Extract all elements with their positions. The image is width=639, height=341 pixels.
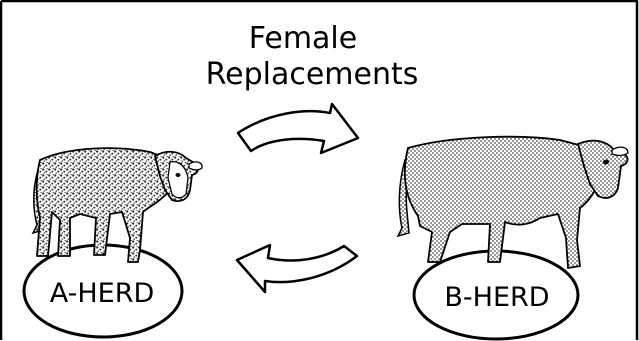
herd-b-label: B-HERD bbox=[444, 282, 549, 313]
curved-arrow-left-icon bbox=[237, 245, 357, 292]
curved-arrow-right-icon bbox=[238, 104, 358, 153]
herd-a-label: A-HERD bbox=[50, 278, 155, 309]
diagram-title-line2: Replacements bbox=[206, 57, 419, 92]
bull-icon bbox=[398, 137, 628, 268]
diagram-title-line1: Female bbox=[249, 21, 357, 56]
